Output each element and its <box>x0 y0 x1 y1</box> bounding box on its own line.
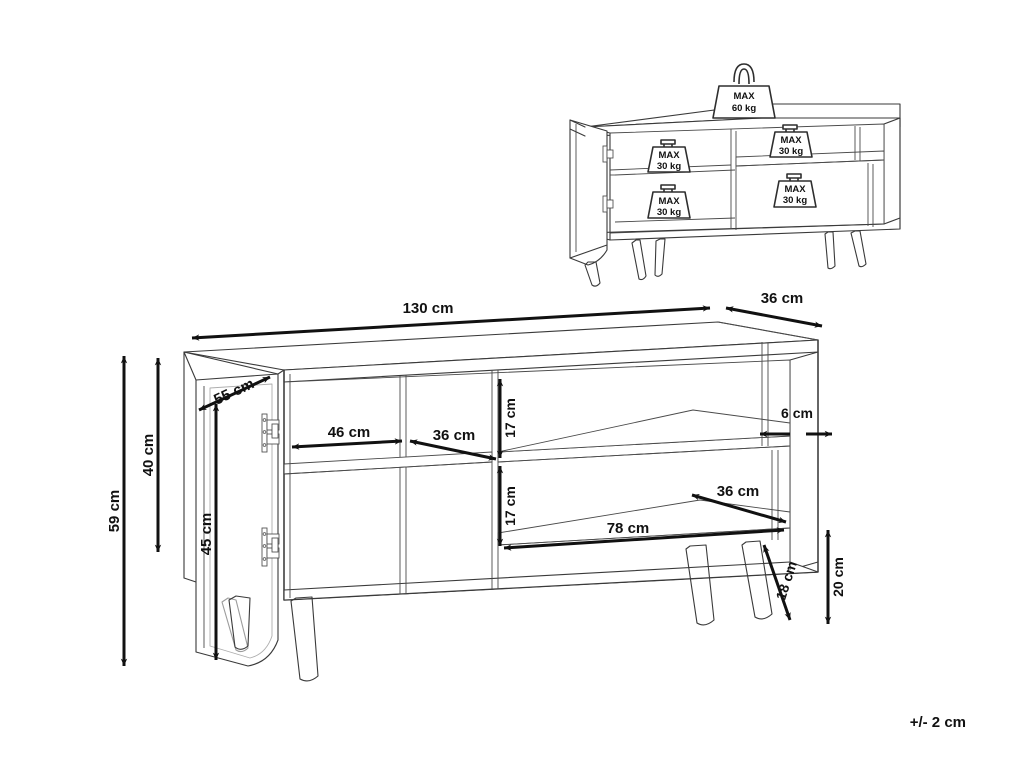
dimension-label-left-compartment-width: 46 cm <box>328 424 371 441</box>
dimension-body-height: 40 cm <box>140 358 162 552</box>
dimension-lower-shelf-height: 17 cm <box>496 466 518 546</box>
dimension-leg-height: 20 cm <box>824 530 846 624</box>
dimension-overall-width: 130 cm <box>191 300 711 341</box>
load-diagram-cabinet <box>569 103 901 287</box>
weight-label-line1: MAX <box>784 184 806 195</box>
weight-label-line1: MAX <box>658 196 680 207</box>
dimension-overall-height: 59 cm <box>106 356 128 666</box>
weight-label-line1: MAX <box>733 91 755 102</box>
cabinet-interior-back <box>283 359 791 597</box>
weight-icon-right-lower-30kg: MAX 30 kg <box>773 173 817 208</box>
weight-label-line2: 60 kg <box>732 103 756 114</box>
dimension-left-compartment-width: 46 cm <box>291 424 403 450</box>
dimension-label-upper-shelf-height: 17 cm <box>502 398 518 438</box>
weight-label-line1: MAX <box>658 150 680 161</box>
dimension-middle-compartment-width: 36 cm <box>409 427 497 461</box>
hinge-icon <box>602 145 614 213</box>
dimension-right-shelf-depth: 36 cm <box>691 483 787 524</box>
tolerance-note: +/- 2 cm <box>909 714 966 731</box>
cabinet-right-side <box>789 351 819 571</box>
hinge-icon-lower <box>261 527 280 567</box>
weight-icon-top-60kg: MAX 60 kg <box>712 63 776 119</box>
dimension-label-overall-height: 59 cm <box>106 490 123 533</box>
dimension-right-compartment-width: 6 cm <box>760 405 832 438</box>
weight-icon-right-upper-30kg: MAX 30 kg <box>769 124 813 158</box>
dimension-overall-depth: 36 cm <box>725 290 823 328</box>
dimension-label-leg-height: 20 cm <box>830 557 846 597</box>
dimension-label-overall-depth: 36 cm <box>761 290 804 307</box>
weight-label-line2: 30 kg <box>657 161 681 172</box>
load-diagram-group: MAX 60 kg MAX 30 kg MAX 30 kg MAX 30 kg <box>569 63 901 287</box>
weight-icon-left-upper-30kg: MAX 30 kg <box>647 139 691 173</box>
cabinet-legs <box>221 540 773 682</box>
leg-front-left <box>290 596 319 682</box>
leg-front-right <box>685 544 715 626</box>
dimension-label-open-shelf-width: 78 cm <box>607 520 650 537</box>
dimension-label-door-height: 45 cm <box>198 513 215 556</box>
dimension-label-lower-shelf-height: 17 cm <box>502 486 518 526</box>
dimension-label-body-height: 40 cm <box>140 434 157 477</box>
weight-label-line2: 30 kg <box>779 146 803 157</box>
dimension-door-height: 45 cm <box>198 404 220 660</box>
dimension-label-right-compartment-width: 6 cm <box>781 405 813 421</box>
weight-label-line2: 30 kg <box>657 207 681 218</box>
hinge-icon-upper <box>261 413 280 453</box>
dimension-upper-shelf-height: 17 cm <box>496 379 518 458</box>
dimension-label-middle-compartment-width: 36 cm <box>433 427 476 444</box>
weight-label-line2: 30 kg <box>783 195 807 206</box>
weight-icon-left-lower-30kg: MAX 30 kg <box>647 184 691 219</box>
dimension-label-overall-width: 130 cm <box>403 300 454 317</box>
weight-label-line1: MAX <box>780 135 802 146</box>
dimension-label-right-shelf-depth: 36 cm <box>717 483 760 500</box>
dimension-open-shelf-width: 78 cm <box>503 520 785 551</box>
